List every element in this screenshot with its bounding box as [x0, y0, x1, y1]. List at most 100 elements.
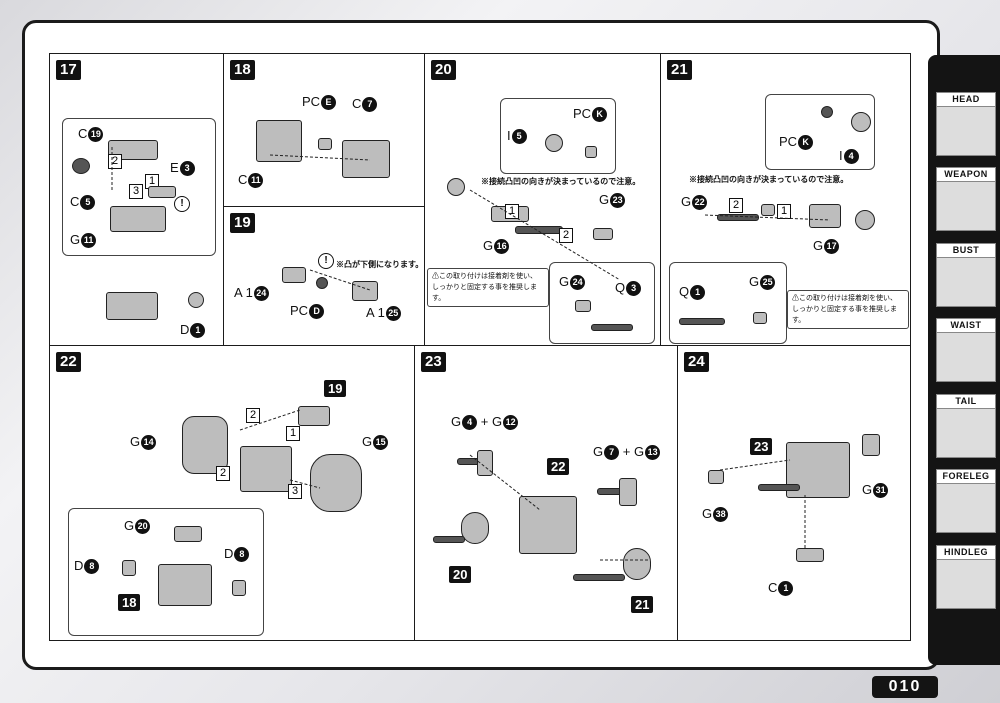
- step-number: 17: [56, 60, 81, 80]
- assembled-bust: [240, 446, 292, 492]
- part-g24: [575, 300, 591, 312]
- step-21-note: ※接続凸凹の向きが決まっているので注意。: [689, 175, 849, 184]
- order-1: 1: [777, 204, 792, 219]
- ref-step-20: 20: [449, 566, 472, 583]
- step-number: 22: [56, 352, 81, 372]
- sidebar-item-foreleg[interactable]: FORELEG: [936, 469, 996, 533]
- order-1: 1: [505, 204, 520, 219]
- part-pcd: [316, 277, 328, 289]
- order-3: 3: [288, 484, 303, 499]
- part-c5: [72, 158, 90, 174]
- part-d1: [188, 292, 204, 308]
- order-2: 2: [559, 228, 574, 243]
- part-g23: [593, 228, 613, 240]
- sidebar-label: TAIL: [936, 394, 996, 409]
- part-e3: [148, 186, 176, 198]
- head-thumbnail-icon: [936, 107, 996, 156]
- part-pce: [318, 138, 332, 150]
- ref-step-22: 22: [547, 458, 570, 475]
- bust-thumbnail-icon: [936, 258, 996, 307]
- order-3: 3: [129, 184, 144, 199]
- part-leg-rod-left: [433, 536, 465, 543]
- sidebar-item-bust[interactable]: BUST: [936, 243, 996, 307]
- part-g17: [809, 204, 841, 228]
- sidebar-item-hindleg[interactable]: HINDLEG: [936, 545, 996, 609]
- sidebar-label: BUST: [936, 243, 996, 258]
- sidebar-item-weapon[interactable]: WEAPON: [936, 167, 996, 231]
- ref-step-21: 21: [631, 596, 654, 613]
- warning-icon: !: [318, 253, 334, 269]
- step-20-note: ※接続凸凹の向きが決まっているので注意。: [481, 177, 641, 186]
- waist-thumbnail-icon: [936, 333, 996, 382]
- page-number: 010: [872, 676, 938, 698]
- part-g20-leg: [461, 512, 489, 544]
- order-2b: 2: [216, 466, 231, 481]
- part-body-18: [158, 564, 212, 606]
- part-a124: [282, 267, 306, 283]
- caution-note: ⚠この取り付けは接着剤を使い、しっかりと固定する事を推奨します。: [787, 290, 909, 329]
- hindleg-thumbnail-icon: [936, 560, 996, 609]
- order-2: 2: [729, 198, 744, 213]
- part-g25: [753, 312, 767, 324]
- ref-step-23: 23: [750, 438, 773, 455]
- part-g14: [182, 416, 228, 474]
- part-19: [298, 406, 330, 426]
- part-i5: [545, 134, 563, 152]
- gear-part: [855, 210, 875, 230]
- gear-part: [447, 178, 465, 196]
- tail-thumbnail-icon: [936, 409, 996, 458]
- sidebar-label: FORELEG: [936, 469, 996, 484]
- part-g11: [110, 206, 166, 232]
- sidebar-item-head[interactable]: HEAD: [936, 92, 996, 156]
- sidebar-item-waist[interactable]: WAIST: [936, 318, 996, 382]
- step-number: 23: [421, 352, 446, 372]
- step-number: 19: [230, 213, 255, 233]
- assembled-waist: [519, 496, 577, 554]
- part-i4: [851, 112, 871, 132]
- part-pck: [585, 146, 597, 158]
- weapon-thumbnail-icon: [936, 182, 996, 231]
- part-c11: [256, 120, 302, 162]
- part-g38: [708, 470, 724, 484]
- step-number: 20: [431, 60, 456, 80]
- part-g22: [761, 204, 775, 216]
- part-g20: [174, 526, 202, 542]
- warning-icon: !: [174, 196, 190, 212]
- part-g15: [310, 454, 362, 512]
- part-c1: [796, 548, 824, 562]
- sidebar-item-tail[interactable]: TAIL: [936, 394, 996, 458]
- step-19-note: ※凸が下側になります。: [336, 260, 424, 269]
- part-q3: [591, 324, 633, 331]
- sidebar-label: HINDLEG: [936, 545, 996, 560]
- part-g31: [862, 434, 880, 456]
- sidebar-label: WEAPON: [936, 167, 996, 182]
